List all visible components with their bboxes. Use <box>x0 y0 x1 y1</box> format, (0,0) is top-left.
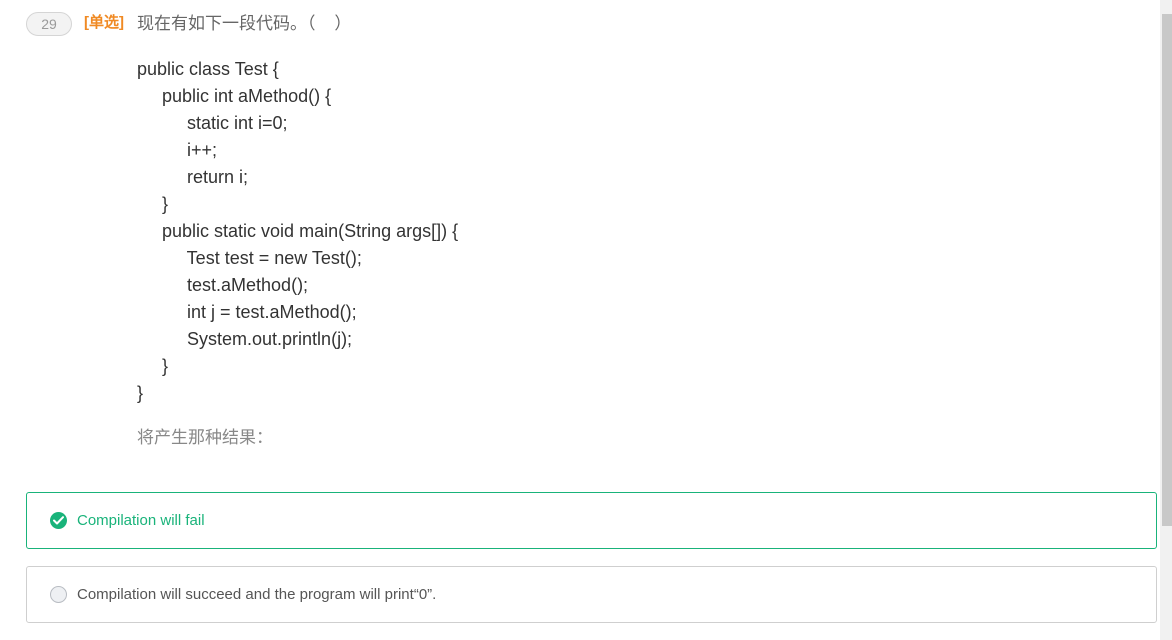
code-line: } <box>137 356 169 376</box>
code-line: public static void main(String args[]) { <box>137 221 459 241</box>
code-line: static int i=0; <box>137 113 288 133</box>
code-line: i++; <box>137 140 218 160</box>
answer-option-a[interactable]: Compilation will fail <box>26 492 1157 549</box>
answer-option-label: Compilation will fail <box>77 512 205 529</box>
question-type-tag: [单选] <box>84 14 124 31</box>
code-line: public int aMethod() { <box>137 86 332 106</box>
question-follow-text: 将产生那种结果： <box>137 428 273 447</box>
scrollbar-thumb[interactable] <box>1162 14 1172 526</box>
scrollbar-track[interactable] <box>1160 0 1172 640</box>
question-number-badge: 29 <box>26 12 72 36</box>
code-block: public class Test { public int aMethod()… <box>137 56 458 407</box>
code-line: return i; <box>137 167 249 187</box>
answer-option-b[interactable]: Compilation will succeed and the program… <box>26 566 1157 623</box>
code-line: System.out.println(j); <box>137 329 353 349</box>
code-line: test.aMethod(); <box>137 275 309 295</box>
code-line: Test test = new Test(); <box>137 248 362 268</box>
code-line: } <box>137 194 169 214</box>
radio-empty-icon <box>50 586 67 603</box>
code-line: } <box>137 383 144 403</box>
check-circle-icon <box>50 512 67 529</box>
code-line: int j = test.aMethod(); <box>137 302 357 322</box>
code-line: public class Test { <box>137 59 279 79</box>
answer-option-label: Compilation will succeed and the program… <box>77 586 437 603</box>
question-title: 现在有如下一段代码。（ ） <box>137 14 352 33</box>
